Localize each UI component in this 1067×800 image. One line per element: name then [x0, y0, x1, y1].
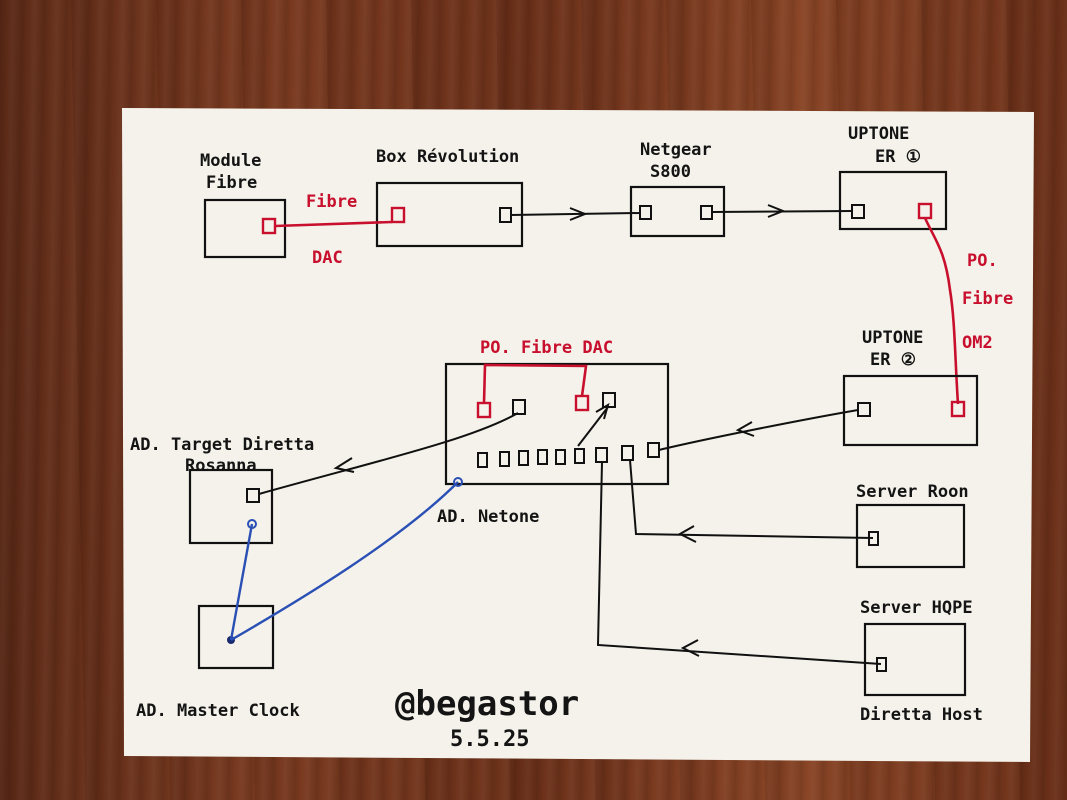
po-fibre-om2-link: [923, 217, 960, 405]
ad-netone-label: AD. Netone: [437, 507, 539, 527]
module-fibre-label-2: Fibre: [206, 173, 257, 193]
box-to-netgear-link: [510, 212, 641, 216]
ad-master-node: AD. Master Clock: [136, 604, 300, 721]
signature-handle: @begastor: [395, 684, 579, 724]
uptone1-label-2: ER ①: [875, 147, 921, 167]
internal-uplink: [577, 406, 609, 447]
signature-date: 5.5.25: [450, 727, 529, 752]
po-label-3: OM2: [962, 333, 993, 353]
uptone2-label-2: ER ②: [870, 350, 916, 370]
server-roon-label: Server Roon: [856, 482, 969, 502]
server-roon-node: Server Roon: [855, 482, 969, 569]
box-revolution-label: Box Révolution: [376, 147, 519, 167]
clock-to-target-link: [229, 523, 254, 641]
fibre-dac-label-bottom: DAC: [312, 248, 343, 268]
uptone1-label-1: UPTONE: [848, 124, 909, 144]
uptone2-node: UPTONE ER ②: [842, 328, 979, 447]
netgear-label-2: S800: [650, 162, 691, 182]
po-label-2: Fibre: [962, 289, 1013, 309]
uptone2-to-netone-link: [658, 409, 859, 451]
server-hqpe-node: Server HQPE Diretta Host: [860, 598, 983, 725]
clock-to-netone-link: [230, 481, 459, 642]
po-label-1: PO.: [967, 251, 998, 271]
ad-target-label-2: Rosanna: [185, 456, 257, 476]
paper-sheet: [122, 108, 1034, 762]
po-fibre-dac-label: PO. Fibre DAC: [480, 338, 613, 358]
module-fibre-node: Module Fibre: [200, 151, 287, 259]
po-fibre-dac-link: [482, 363, 588, 404]
box-revolution-node: Box Révolution: [375, 147, 524, 248]
fibre-dac-label-top: Fibre: [306, 192, 357, 212]
hqpe-to-netone-link: [596, 461, 882, 665]
fibre-dac-link: [274, 220, 393, 228]
roon-to-netone-link: [629, 459, 874, 539]
module-fibre-label-1: Module: [200, 151, 261, 171]
netone-to-target-link: [258, 412, 519, 495]
ad-target-label-1: AD. Target Diretta: [130, 435, 314, 455]
netgear-label-1: Netgear: [640, 140, 712, 160]
uptone2-label-1: UPTONE: [862, 328, 923, 348]
ad-master-label: AD. Master Clock: [136, 701, 300, 721]
server-hqpe-sublabel: Diretta Host: [860, 705, 983, 725]
ad-netone-node: AD. Netone: [437, 362, 670, 527]
ad-target-node: AD. Target Diretta Rosanna: [130, 435, 314, 545]
server-hqpe-label: Server HQPE: [860, 598, 973, 618]
